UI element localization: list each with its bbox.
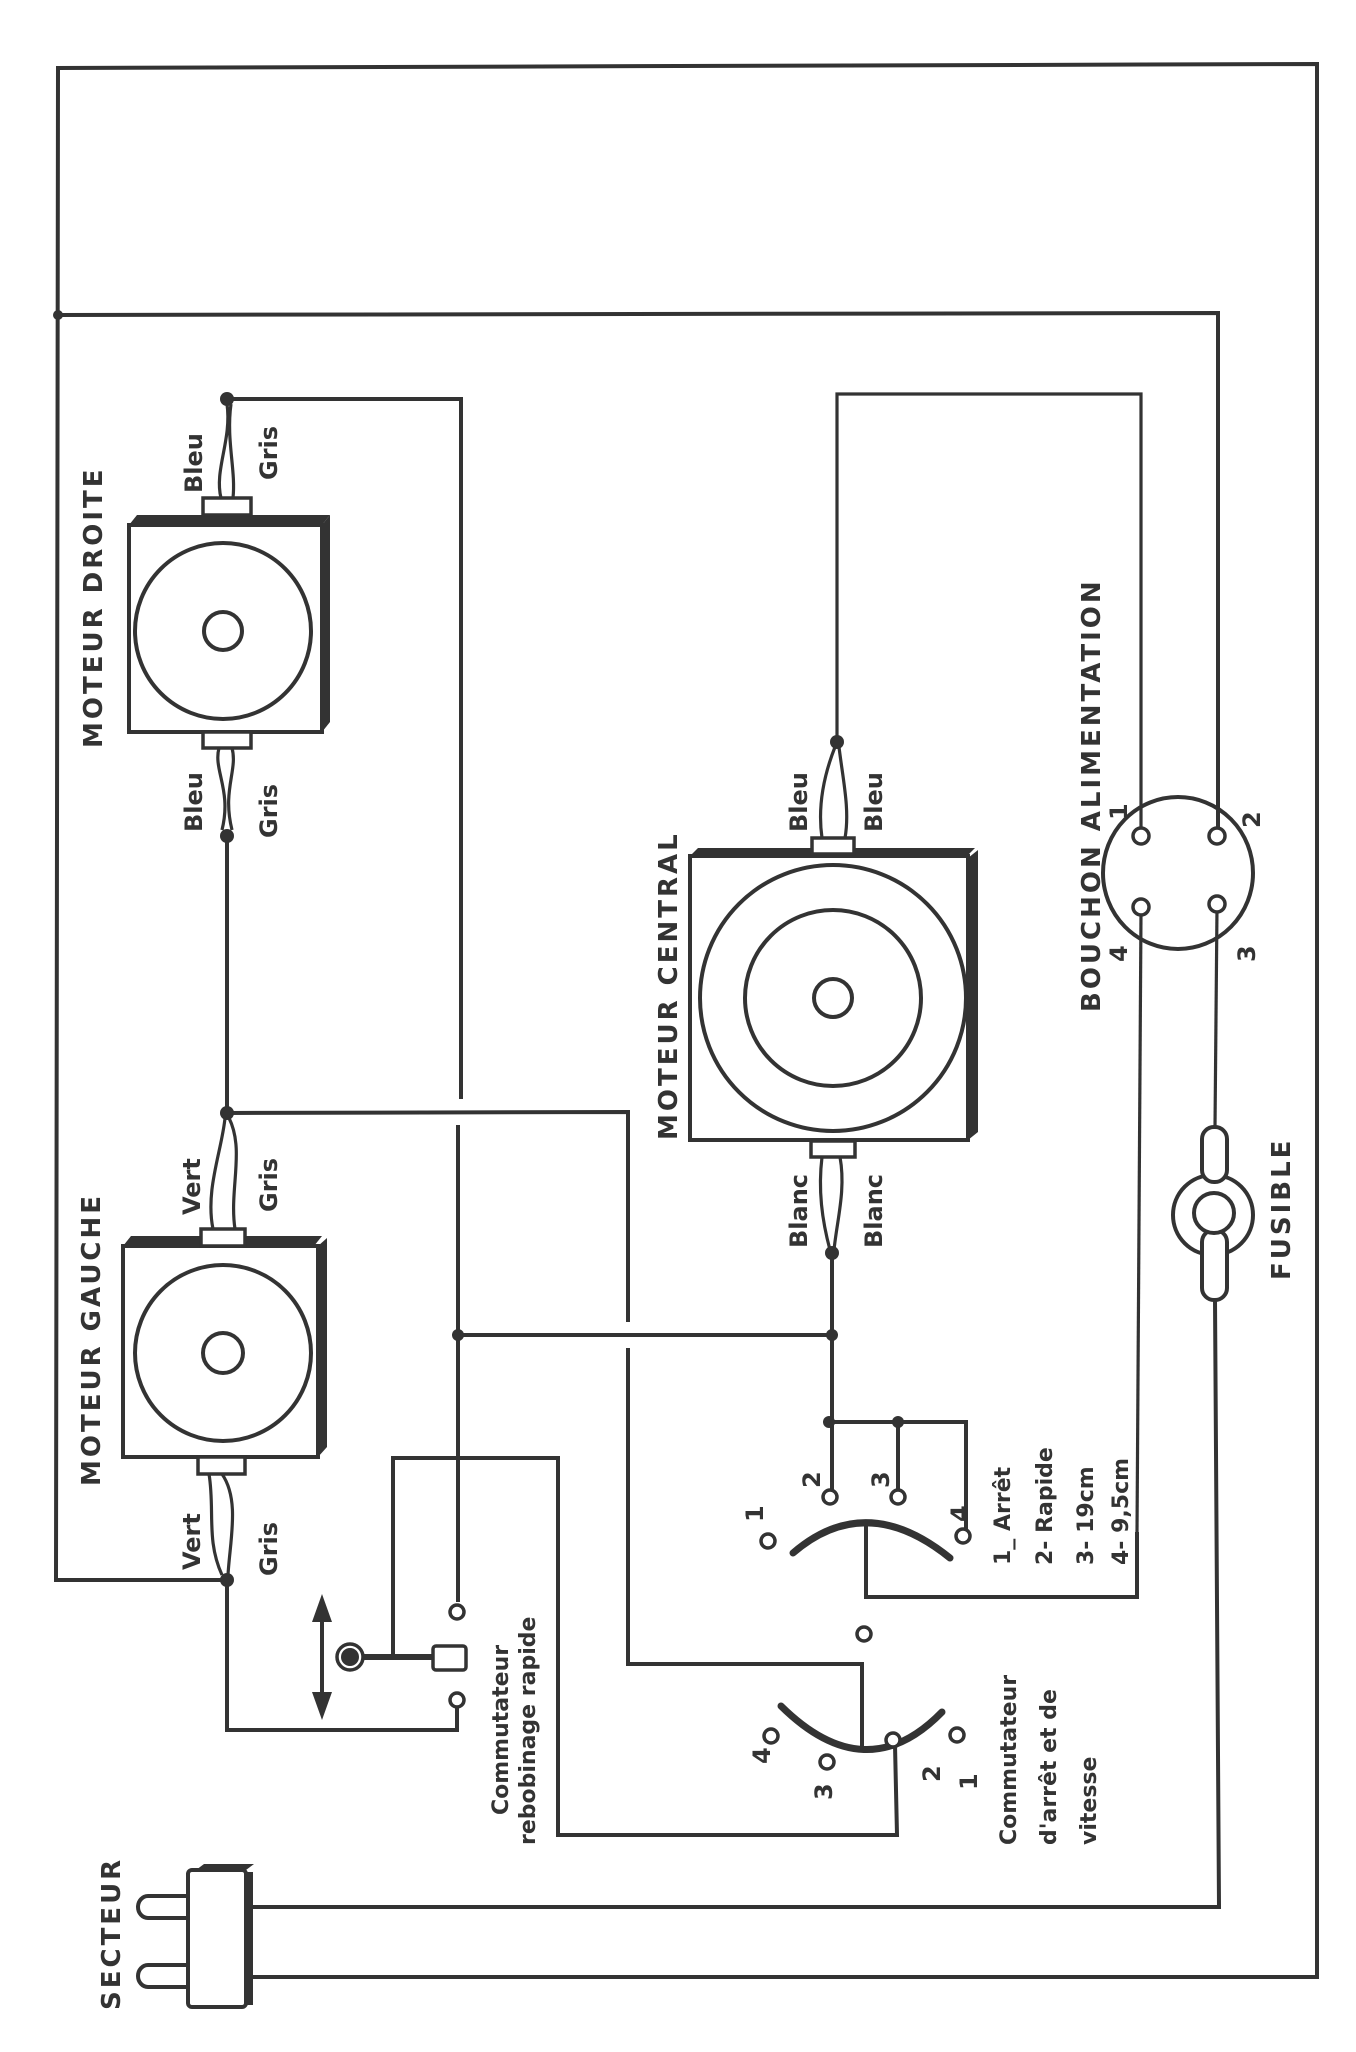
motor-central (688, 746, 978, 1251)
speed-switch-upper (759, 1488, 972, 1562)
rewind-switch-label-1: Commutateur (489, 1645, 514, 1815)
wire-label: Gris (255, 1158, 283, 1212)
wire-outer-loop (53, 61, 1319, 1979)
lower-pos-2: 2 (918, 1765, 946, 1782)
upper-pos-2: 2 (798, 1471, 826, 1488)
pin-2 (1207, 826, 1227, 846)
wire-label: Vert (178, 1158, 206, 1215)
motor-left (121, 1117, 327, 1576)
pin-1 (1131, 826, 1151, 846)
motor-central-label: MOTEUR CENTRAL (654, 831, 684, 1140)
wire-gauche-top (224, 1109, 630, 1322)
rewind-switch (312, 1594, 468, 1720)
junction-dot (823, 1416, 835, 1428)
power-plug-label: BOUCHON ALIMENTATION (1077, 578, 1107, 1012)
wire-upper-switch-return (864, 1520, 1139, 1599)
junction-dot (892, 1416, 904, 1428)
wire-label: Blanc (860, 1174, 888, 1248)
wire-contacts-34 (827, 1420, 968, 1534)
mains-label: SECTEUR (97, 1857, 127, 2010)
wire-label: Bleu (785, 772, 813, 832)
power-plug-socket (1101, 795, 1255, 951)
lower-pos-4: 4 (748, 1747, 776, 1764)
speed-switch-label-2: d'arrêt et de (1037, 1689, 1062, 1845)
rewind-contact-bottom (448, 1691, 466, 1709)
motor-central-rotor (743, 908, 923, 1088)
wires (53, 61, 1319, 1979)
motor-left-label: MOTEUR GAUCHE (77, 1193, 107, 1486)
motor-right-label: MOTEUR DROITE (79, 466, 109, 748)
wire-lower-switch-feed (626, 1348, 864, 1746)
lower-pos-3: 3 (810, 1783, 838, 1800)
motor-right-housing (127, 523, 324, 734)
junction-dot (826, 1329, 838, 1341)
motor-right-hub (202, 610, 244, 652)
junction-dot (220, 1573, 234, 1587)
pin-3 (1207, 894, 1227, 914)
wire-central-top (835, 392, 1143, 832)
wire-droite-top (225, 397, 463, 1099)
pin-2-label: 2 (1238, 811, 1266, 828)
upper-pos-4: 4 (946, 1505, 974, 1522)
speed-switch-label-1: Commutateur (997, 1675, 1022, 1845)
lower-pos-1: 1 (955, 1773, 983, 1790)
wire-label: Bleu (860, 772, 888, 832)
junction-dot (830, 735, 844, 749)
junction-dot (825, 1246, 839, 1260)
pin-4-label: 4 (1105, 945, 1133, 962)
speed-legend-3: 3- 19cm (1074, 1466, 1099, 1565)
upper-pos-1: 1 (741, 1505, 769, 1522)
motor-right-rotor (133, 541, 313, 721)
motor-left-rotor (133, 1263, 313, 1443)
motor-central-flywheel (698, 863, 968, 1133)
mains-plug (136, 1864, 254, 2009)
wire-fuse-high (1213, 907, 1219, 1128)
wire-label: Vert (178, 1513, 206, 1570)
pin-1-label: 1 (1105, 803, 1133, 820)
fuse (1171, 1125, 1255, 1302)
wire-rebob-frame (391, 1456, 900, 1837)
wire-fuse-low (251, 1297, 1222, 1909)
wire-label: Bleu (180, 772, 208, 832)
motor-left-housing (121, 1244, 320, 1459)
rewind-switch-label-2: rebobinage rapide (516, 1617, 541, 1845)
pin-4 (1131, 897, 1151, 917)
motor-central-housing (688, 854, 970, 1142)
motor-right (127, 403, 330, 831)
junction-dot (220, 829, 234, 843)
speed-switch-lower (762, 1625, 966, 1771)
wire-label: Bleu (180, 433, 208, 493)
wire-rebob-bottom (225, 1578, 459, 1732)
wire-label: Gris (255, 1522, 283, 1576)
fuse-label: FUSIBLE (1267, 1138, 1297, 1280)
wire-label: Blanc (785, 1174, 813, 1248)
wire-pin4 (1135, 911, 1143, 1535)
wire-label: Gris (255, 784, 283, 838)
speed-switch-label-3: vitesse (1077, 1757, 1102, 1845)
wire-label: Gris (255, 426, 283, 480)
motor-central-hub (812, 977, 854, 1019)
motor-left-hub (201, 1331, 245, 1375)
rewind-contact-top (448, 1603, 466, 1621)
junction-dot (452, 1329, 464, 1341)
wire-pin2 (55, 310, 1220, 838)
speed-legend-4: 4- 9,5cm (1109, 1458, 1134, 1565)
labels: MOTEUR DROITE Bleu Gris Bleu Gris MOTEUR… (77, 426, 1297, 2010)
junction-dot (53, 310, 63, 320)
upper-pos-3: 3 (867, 1471, 895, 1488)
junction-dot (220, 1106, 234, 1120)
speed-legend-1: 1_ Arrêt (991, 1466, 1016, 1565)
pin-3-label: 3 (1233, 945, 1261, 962)
junction-dot (220, 392, 234, 406)
speed-legend-2: 2- Rapide (1033, 1447, 1058, 1565)
